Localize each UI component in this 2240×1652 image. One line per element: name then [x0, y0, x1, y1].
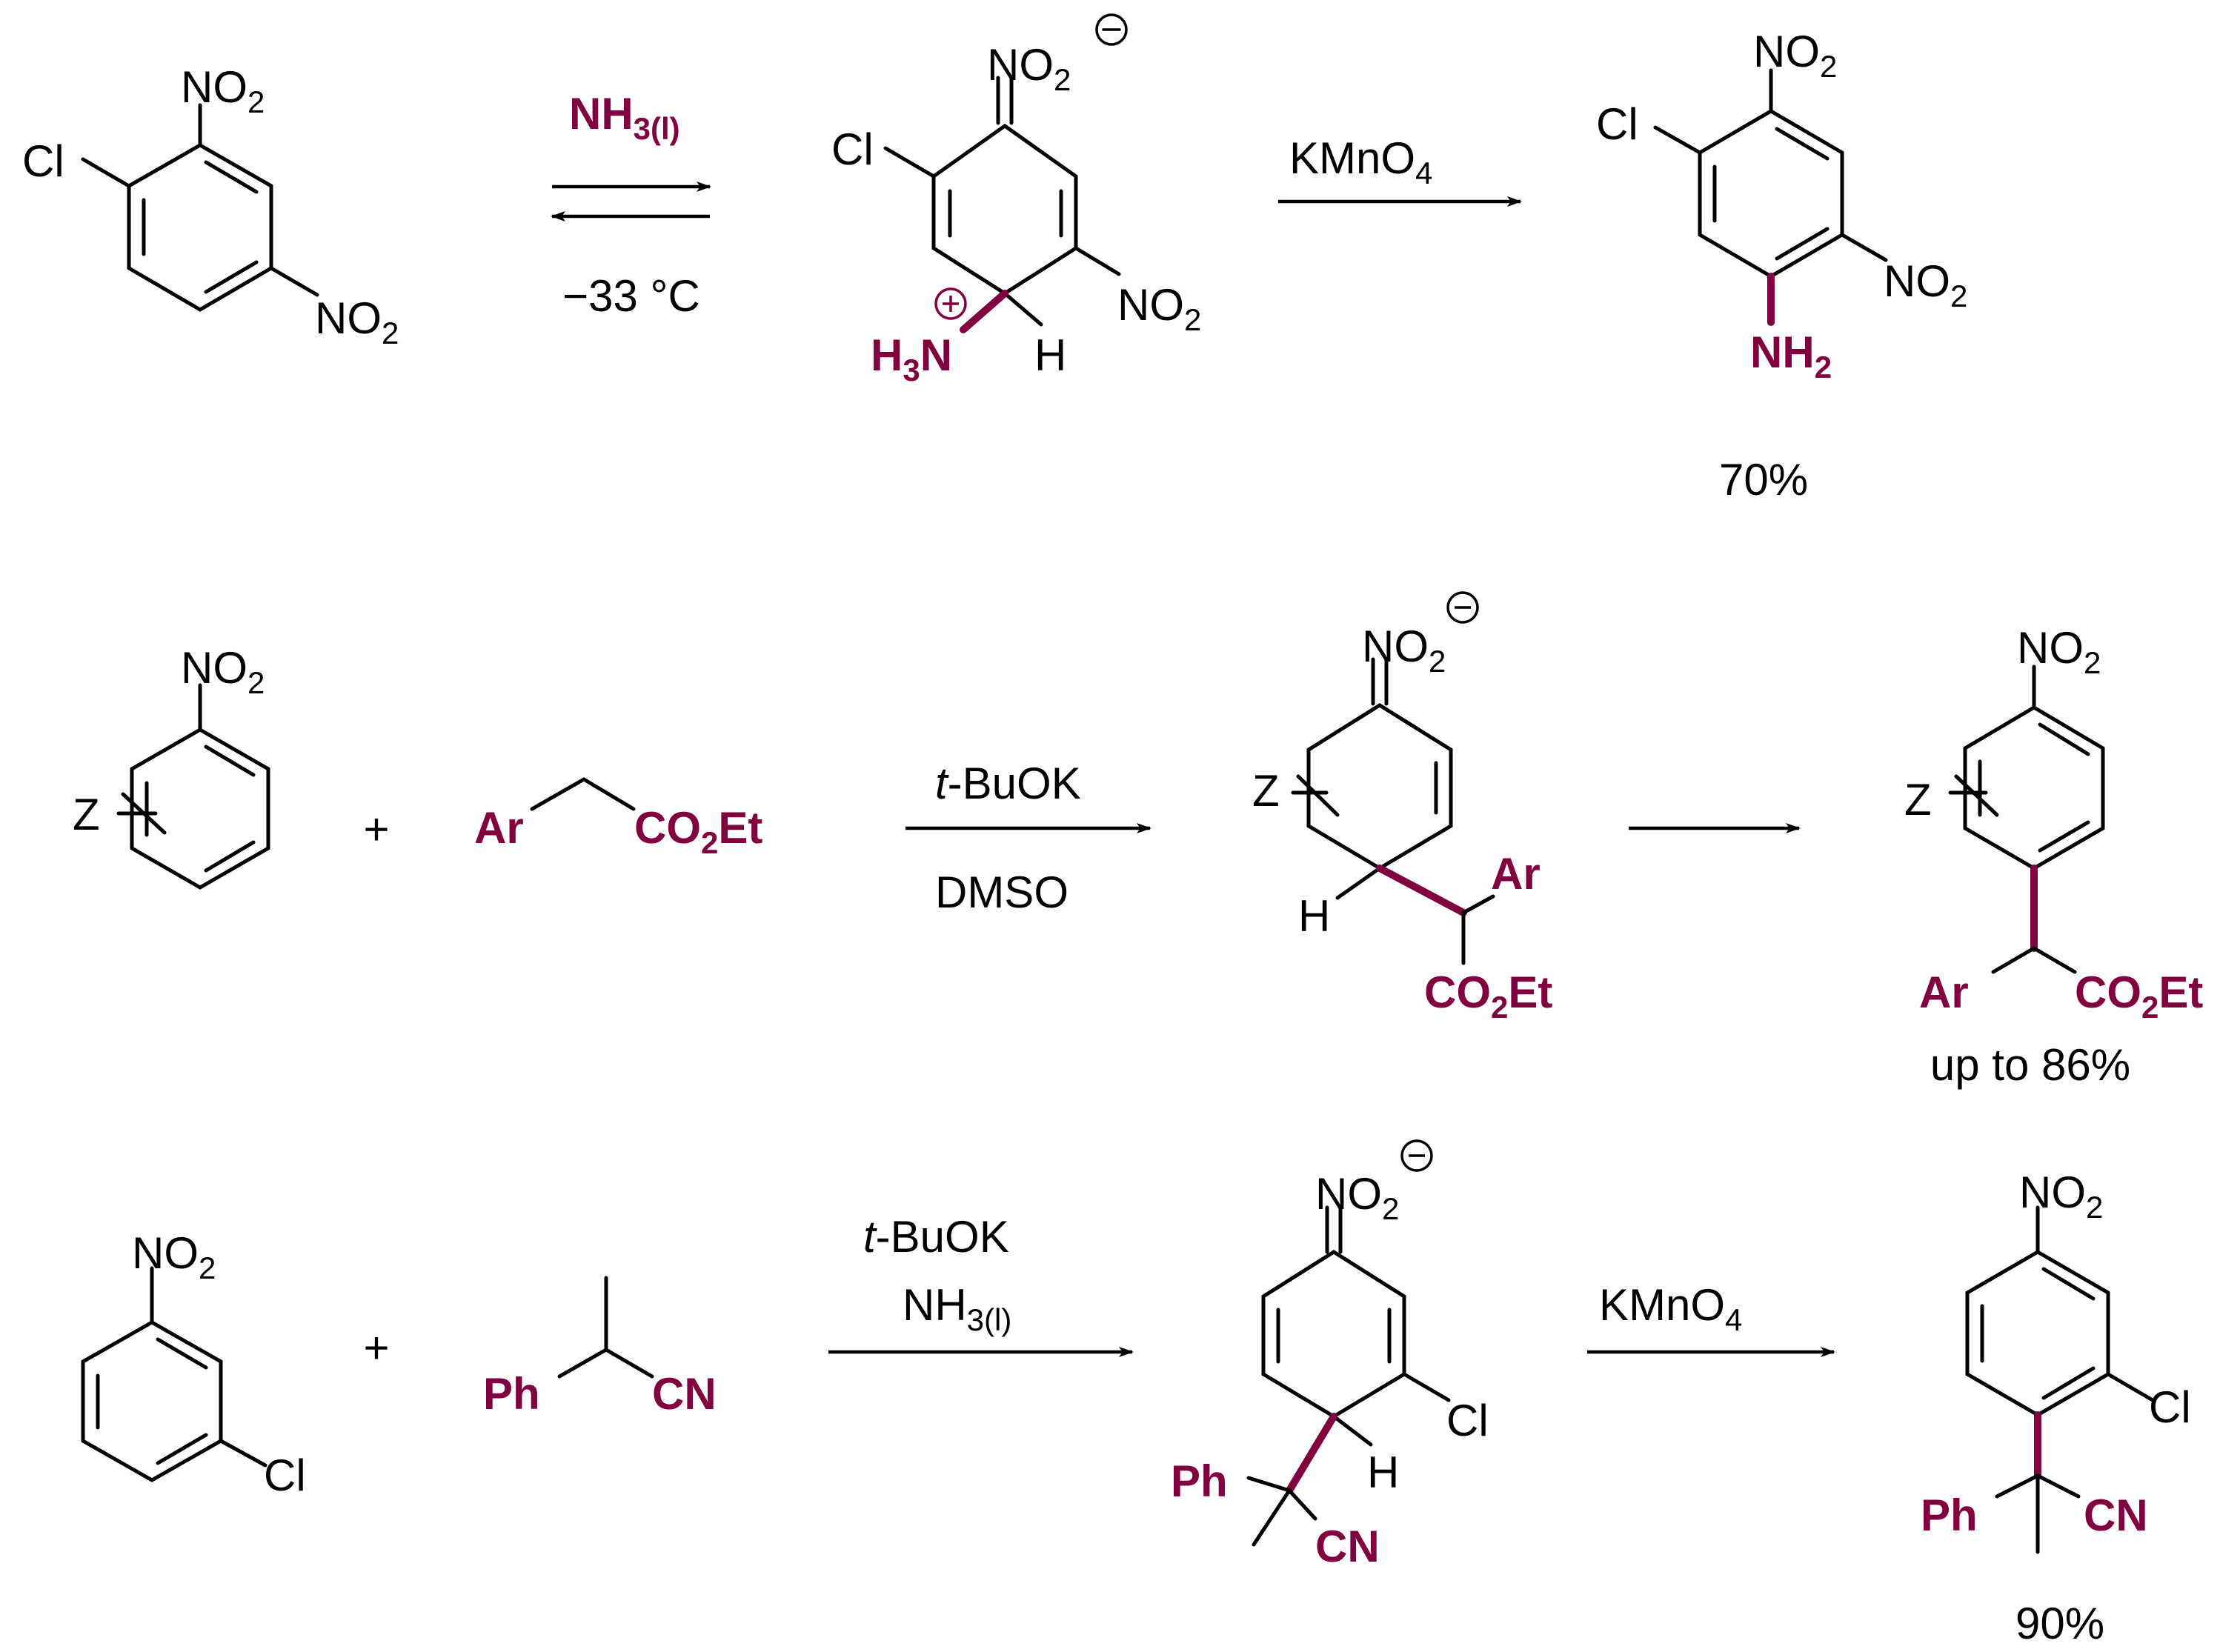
chloro-label: Cl	[2149, 1382, 2191, 1432]
molecule-phenylpropionitrile: Ph CN	[483, 1276, 717, 1419]
phenyl-label: Ph	[1921, 1491, 1978, 1540]
molecule-chlorodinitroaniline: NO2 Cl NO2 NH2	[1596, 27, 1967, 384]
yield-label: 70%	[1719, 455, 1808, 504]
molecule-aryl-acetate: Ar CO2Et	[474, 777, 762, 860]
molecule-meisenheimer-adduct-2: NO2 Z H Ar CO2Et	[1252, 591, 1552, 1025]
reaction-arrow-equilibrium	[551, 181, 711, 222]
z-substituent-label: Z	[1904, 775, 1932, 825]
negative-charge-icon	[1095, 13, 1128, 46]
reagent-permanganate: KMnO4	[1289, 133, 1432, 190]
molecule-arylacetate-product: NO2 Z Ar CO2Et	[1904, 623, 2203, 1025]
base-label: t-BuOK	[935, 759, 1081, 808]
chloro-label: Cl	[264, 1451, 306, 1500]
ester-label: CO2Et	[634, 803, 762, 860]
nitro-group-label: NO2	[181, 62, 265, 119]
ester-label: CO2Et	[1424, 967, 1552, 1025]
nitro-group-label: NO2	[315, 293, 399, 350]
chloro-label: Cl	[22, 136, 64, 186]
aryl-label: Ar	[1491, 849, 1541, 899]
nitro-group-label: NO2	[1753, 27, 1837, 84]
reagent-ammonia: NH3(l)	[903, 1280, 1011, 1337]
condition-temperature: −33 °C	[562, 271, 700, 321]
base-label: t-BuOK	[863, 1212, 1009, 1262]
aryl-label: Ar	[1919, 967, 1969, 1017]
phenyl-label: Ph	[483, 1369, 540, 1419]
molecule-chlorodinitrobenzene: NO2 Cl NO2	[22, 62, 399, 350]
nitronate-label: NO2	[1315, 1169, 1399, 1226]
yield-label: up to 86%	[1930, 1040, 2130, 1090]
nitrile-label: CN	[2084, 1491, 2148, 1540]
nitro-group-label: NO2	[1884, 256, 1967, 313]
z-substituent-label: Z	[73, 790, 100, 839]
phenyl-label: Ph	[1171, 1456, 1228, 1506]
negative-charge-icon	[1446, 591, 1479, 624]
molecule-substituted-nitrobenzene: NO2 Z	[73, 643, 270, 890]
nitrile-label: CN	[652, 1369, 717, 1419]
nitro-group-label: NO2	[2019, 1168, 2103, 1225]
positive-charge-icon	[934, 287, 967, 320]
nitro-group-label: NO2	[132, 1228, 216, 1285]
nitro-group-label: NO2	[181, 643, 265, 700]
molecule-meisenheimer-adduct-3: NO2 Cl H Ph CN	[1171, 1139, 1489, 1571]
nitro-group-label: NO2	[2017, 623, 2101, 680]
solvent-label: DMSO	[935, 867, 1069, 917]
molecule-arylpropionitrile-product: NO2 Cl Ph CN	[1921, 1168, 2191, 1554]
z-substituent-label: Z	[1252, 766, 1280, 816]
nitro-group-label: NO2	[1117, 280, 1201, 337]
hydrogen-label: H	[1367, 1448, 1399, 1497]
nitronate-label: NO2	[1362, 622, 1446, 679]
hydrogen-label: H	[1298, 891, 1330, 941]
molecule-meisenheimer-adduct-1: NO2 Cl NO2 H H3N	[831, 13, 1201, 387]
ester-label: CO2Et	[2075, 967, 2203, 1025]
reagent-permanganate: KMnO4	[1599, 1280, 1742, 1337]
molecule-chloronitrobenzene: NO2 Cl	[81, 1228, 306, 1500]
yield-label: 90%	[2015, 1599, 2104, 1648]
ammonium-label: H3N	[871, 330, 952, 387]
nitrile-label: CN	[1315, 1522, 1380, 1571]
negative-charge-icon	[1400, 1139, 1433, 1172]
plus-sign: +	[363, 1323, 389, 1373]
reagent-ammonia: NH3(l)	[569, 89, 680, 146]
chloro-label: Cl	[1596, 99, 1638, 149]
aryl-label: Ar	[474, 803, 524, 853]
nitronate-label: NO2	[987, 40, 1071, 97]
chloro-label: Cl	[831, 124, 874, 174]
amino-label: NH2	[1750, 327, 1832, 384]
hydrogen-label: H	[1034, 330, 1066, 380]
chloro-label: Cl	[1446, 1396, 1489, 1445]
plus-sign: +	[363, 805, 389, 854]
